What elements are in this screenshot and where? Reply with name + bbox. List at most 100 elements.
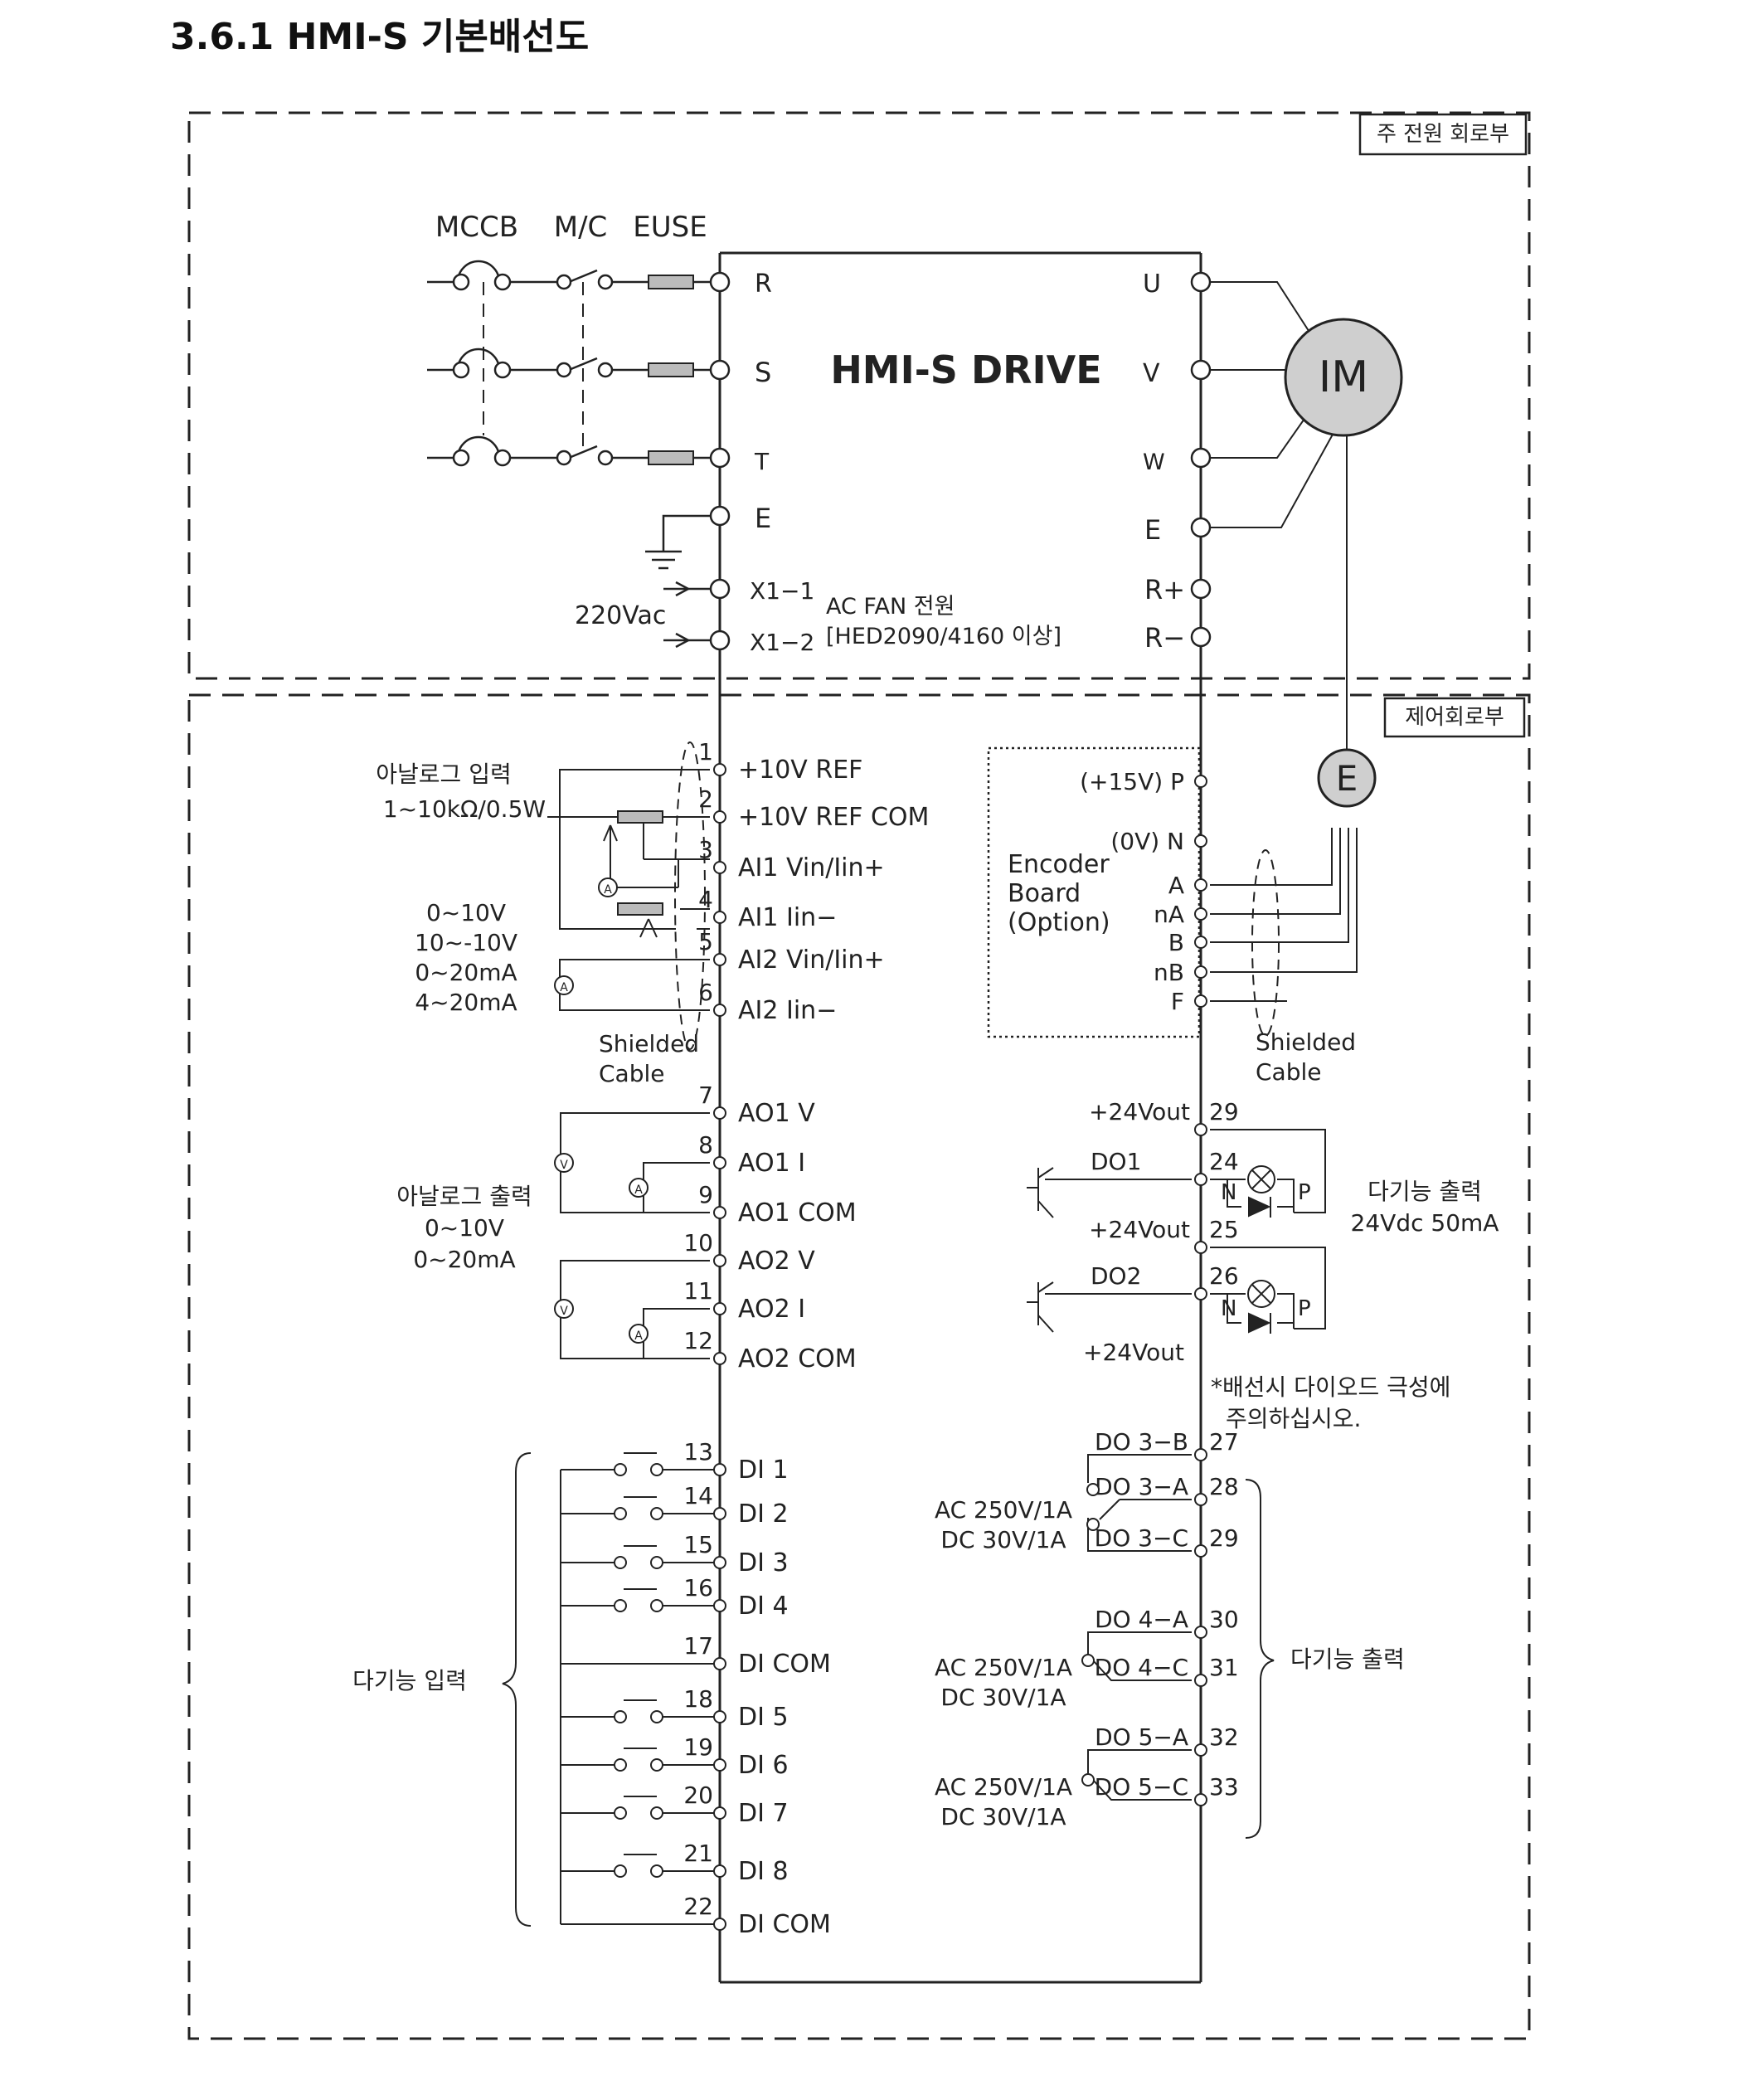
left-terminal-11 xyxy=(713,1302,726,1315)
main-power-frame xyxy=(187,111,1531,680)
terminal-t-label: T xyxy=(754,448,770,475)
encoder-pin-label: A xyxy=(1168,872,1184,899)
relay-terminal xyxy=(1194,1793,1207,1806)
relay-title: 다기능 출력 xyxy=(1290,1645,1405,1673)
left-terminal-number: 11 xyxy=(683,1277,713,1305)
terminal-v-label: V xyxy=(1143,359,1160,388)
analog-input-range-3: 0~20mA xyxy=(415,959,517,986)
do-wiring xyxy=(1027,1129,1326,1334)
do-rating: 24Vdc 50mA xyxy=(1351,1209,1499,1237)
left-terminal-number: 4 xyxy=(698,886,713,913)
do-terminal-label: DO2 xyxy=(1091,1262,1141,1290)
left-terminal-label: AO2 V xyxy=(738,1247,815,1276)
breaker-linkage xyxy=(483,282,584,452)
encoder-pin xyxy=(1194,965,1207,979)
left-terminal-12 xyxy=(713,1352,726,1365)
left-terminal-number: 5 xyxy=(698,928,713,955)
encoder-board-title-2: Board xyxy=(1008,879,1081,908)
encoder-pin xyxy=(1194,936,1207,949)
shield-ellipse-left xyxy=(674,741,706,1050)
do1-polarity-n: N xyxy=(1221,1180,1236,1205)
relay-terminal xyxy=(1194,1743,1207,1757)
analog-input-range-4: 4~20mA xyxy=(415,989,517,1016)
voltmeter-symbol-2: V xyxy=(560,1305,568,1318)
left-terminal-number: 9 xyxy=(698,1181,713,1208)
left-terminal-label: DI 7 xyxy=(738,1799,789,1828)
do-terminal xyxy=(1194,1241,1207,1254)
left-terminal-10 xyxy=(713,1254,726,1267)
terminal-e-input-label: E xyxy=(755,503,771,534)
encoder-pin-label: nB xyxy=(1154,959,1184,986)
encoder-board-frame xyxy=(987,746,1201,1038)
encoder-wires xyxy=(1210,828,1358,1002)
left-terminal-number: 20 xyxy=(683,1782,713,1809)
left-terminal-label: DI COM xyxy=(738,1650,831,1679)
di-switch xyxy=(561,1854,714,1878)
left-terminal-number: 18 xyxy=(683,1685,713,1713)
di-switch xyxy=(561,1496,714,1520)
relay-terminal-label: DO 4−C xyxy=(1095,1654,1188,1681)
do-terminal-number: 25 xyxy=(1209,1216,1239,1243)
left-terminal-6 xyxy=(713,1004,726,1017)
terminal-rplus-label: R+ xyxy=(1144,574,1185,605)
terminal-w-label: W xyxy=(1143,450,1165,475)
potentiometer-1 xyxy=(617,810,663,824)
left-terminal-label: DI 5 xyxy=(738,1703,789,1732)
terminal-r-label: R xyxy=(755,270,772,299)
left-terminal-label: DI 2 xyxy=(738,1500,789,1529)
left-terminal-8 xyxy=(713,1156,726,1169)
left-terminal-3 xyxy=(713,861,726,874)
ammeter-symbol-1: A xyxy=(604,883,612,897)
relay-terminal-number: 28 xyxy=(1209,1473,1239,1500)
page-title: 3.6.1 HMI-S 기본배선도 xyxy=(170,16,590,58)
left-terminal-14 xyxy=(713,1507,726,1520)
left-terminal-label: AO2 I xyxy=(738,1295,805,1324)
left-terminal-label: AI2 Vin/Iin+ xyxy=(738,945,885,975)
analog-input-range-2: 10~-10V xyxy=(415,929,517,956)
di-switch xyxy=(561,1699,714,1723)
left-terminal-number: 10 xyxy=(683,1229,713,1257)
voltmeter-symbol-1: V xyxy=(560,1159,568,1172)
encoder-pin-label: (0V) N xyxy=(1110,828,1184,855)
terminal-rminus-label: R− xyxy=(1144,622,1185,654)
do-lamp-crosses xyxy=(1251,1169,1271,1304)
relay-terminal-label: DO 5−A xyxy=(1095,1723,1188,1751)
fuse-r xyxy=(648,275,694,289)
relay-terminal-number: 27 xyxy=(1209,1428,1239,1456)
analog-input-title: 아날로그 입력 xyxy=(376,761,511,788)
left-terminal-number: 15 xyxy=(683,1531,713,1558)
digital-input-brace xyxy=(502,1452,532,1927)
left-terminal-label: DI COM xyxy=(738,1910,831,1939)
left-terminal-19 xyxy=(713,1758,726,1772)
encoder-pin xyxy=(1194,907,1207,921)
do2-polarity-n: N xyxy=(1221,1296,1236,1321)
analog-output-title: 아날로그 출력 xyxy=(396,1183,532,1210)
control-frame xyxy=(187,693,1531,2040)
do-terminal xyxy=(1194,1123,1207,1136)
fuses xyxy=(648,275,694,465)
left-terminal-number: 21 xyxy=(683,1840,713,1867)
terminal-x12-label: X1−2 xyxy=(750,629,814,656)
control-tag: 제어회로부 xyxy=(1405,705,1504,730)
left-terminal-18 xyxy=(713,1710,726,1723)
ammeter-symbol-3: A xyxy=(634,1184,643,1197)
do-lamps xyxy=(1247,1165,1275,1308)
analog-input-spec: 1~10kΩ/0.5W xyxy=(383,795,546,823)
do-terminal-label: DO1 xyxy=(1091,1148,1141,1175)
fuse-label: EUSE xyxy=(633,211,707,244)
left-terminal-label: +10V REF COM xyxy=(738,803,929,832)
do-terminal-label: +24Vout xyxy=(1089,1098,1190,1125)
do-title: 다기능 출력 xyxy=(1368,1178,1482,1205)
left-terminal-label: +10V REF xyxy=(738,756,862,785)
do-note-line2: 주의하십시오. xyxy=(1226,1405,1361,1432)
motor-label: IM xyxy=(1319,352,1368,402)
do2-polarity-p: P xyxy=(1298,1296,1311,1321)
potentiometers xyxy=(617,810,663,916)
left-terminal-label: DI 1 xyxy=(738,1456,789,1485)
left-terminal-22 xyxy=(713,1918,726,1931)
fan-note-line2: [HED2090/4160 이상] xyxy=(826,624,1061,649)
terminal-e-output-label: E xyxy=(1144,514,1161,546)
di-switch xyxy=(561,1748,714,1772)
